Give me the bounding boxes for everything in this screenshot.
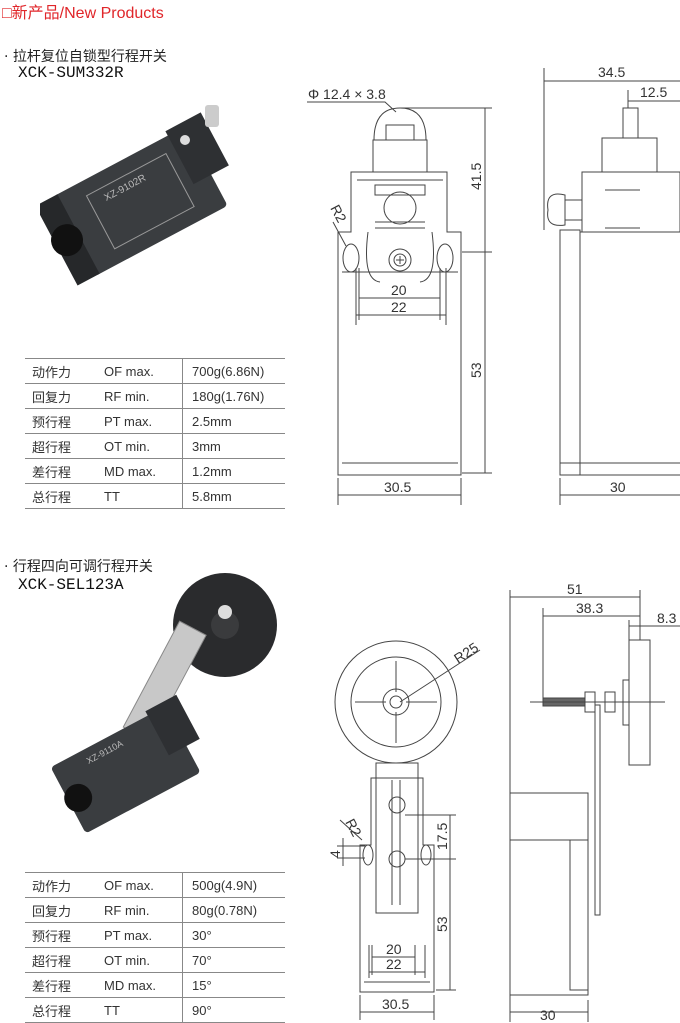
spec-value: 70° xyxy=(182,947,285,973)
spec-value: 180g(1.76N) xyxy=(182,383,285,409)
dim-lower: 53 xyxy=(434,916,450,932)
spec-value: 15° xyxy=(182,972,285,998)
spec-name: 回复力 xyxy=(25,897,104,923)
product-2-front-view xyxy=(334,640,481,1020)
dim-hole-inner: 20 xyxy=(391,282,407,298)
spec-code: MD max. xyxy=(104,458,183,484)
spec-value: 3mm xyxy=(182,433,285,459)
spec-code: TT xyxy=(104,483,183,509)
product-2-side-view xyxy=(509,590,680,1022)
dim-width: 30.5 xyxy=(382,996,409,1012)
spec-code: OF max. xyxy=(104,358,183,384)
dim-upper: 41.5 xyxy=(468,163,484,190)
dim-depth: 30 xyxy=(540,1007,556,1022)
dim-lower: 53 xyxy=(468,362,484,378)
dim-depth: 30 xyxy=(610,479,626,495)
spec-code: RF min. xyxy=(104,383,183,409)
spec-code: PT max. xyxy=(104,922,183,948)
dim-r2: R2 xyxy=(327,202,350,226)
spec-name: 动作力 xyxy=(25,358,104,384)
spec-value: 30° xyxy=(182,922,285,948)
dim-depth-total: 34.5 xyxy=(598,64,625,80)
product-1-front-view xyxy=(307,101,492,505)
dim-adjust: 17.5 xyxy=(434,823,450,850)
spec-code: OF max. xyxy=(104,872,183,898)
spec-name: 差行程 xyxy=(25,972,104,998)
product-1-model: XCK-SUM332R xyxy=(18,64,124,82)
spec-code: PT max. xyxy=(104,408,183,434)
spec-value: 500g(4.9N) xyxy=(182,872,285,898)
spec-value: 5.8mm xyxy=(182,483,285,509)
spec-name: 超行程 xyxy=(25,947,104,973)
dim-reach: 51 xyxy=(567,581,583,597)
product-1-title: · 拉杆复位自锁型行程开关 xyxy=(4,49,167,65)
product-2-model: XCK-SEL123A xyxy=(18,576,124,594)
dim-hole-outer: 22 xyxy=(386,956,402,972)
spec-code: MD max. xyxy=(104,972,183,998)
dim-hole-inner: 20 xyxy=(386,941,402,957)
spec-value: 1.2mm xyxy=(182,458,285,484)
spec-code: TT xyxy=(104,997,183,1023)
spec-name: 预行程 xyxy=(25,408,104,434)
dim-width: 30.5 xyxy=(384,479,411,495)
spec-value: 80g(0.78N) xyxy=(182,897,285,923)
spec-code: OT min. xyxy=(104,947,183,973)
spec-name: 回复力 xyxy=(25,383,104,409)
product-1-photo: XZ-9102R xyxy=(40,105,229,286)
spec-name: 动作力 xyxy=(25,872,104,898)
dim-depth-offset: 12.5 xyxy=(640,84,667,100)
spec-code: RF min. xyxy=(104,897,183,923)
spec-name: 超行程 xyxy=(25,433,104,459)
spec-name: 差行程 xyxy=(25,458,104,484)
dim-rod: 38.3 xyxy=(576,600,603,616)
spec-name: 预行程 xyxy=(25,922,104,948)
dim-wheel-width: 8.3 xyxy=(657,610,677,626)
dim-slot: 4 xyxy=(327,850,343,858)
product-1-side-view xyxy=(543,68,680,505)
spec-name: 总行程 xyxy=(25,483,104,509)
page-header-title: □新产品/New Products xyxy=(2,5,164,22)
dim-wheel-r: R25 xyxy=(451,639,481,667)
spec-code: OT min. xyxy=(104,433,183,459)
spec-value: 2.5mm xyxy=(182,408,285,434)
dim-r2: R2 xyxy=(342,816,365,840)
product-2-title: · 行程四向可调行程开关 xyxy=(4,559,153,575)
spec-value: 700g(6.86N) xyxy=(182,358,285,384)
product-2-photo: XZ-9110A xyxy=(52,573,277,833)
dim-hole-outer: 22 xyxy=(391,299,407,315)
dim-roller: Φ 12.4 × 3.8 xyxy=(308,86,386,102)
